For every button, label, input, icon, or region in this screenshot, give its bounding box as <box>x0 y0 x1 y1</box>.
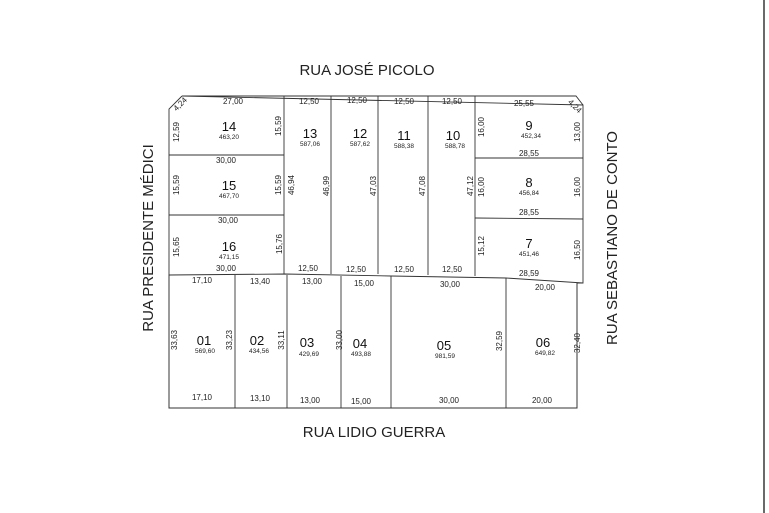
dim-label: 13,40 <box>250 277 271 286</box>
lot-area: 587,06 <box>300 141 320 148</box>
dim-label: 13,00 <box>300 396 321 405</box>
lot-number: 9 <box>525 118 532 133</box>
lot-area: 434,56 <box>249 348 269 355</box>
dim-label: 28,55 <box>519 208 540 217</box>
lot-area: 429,69 <box>299 351 319 358</box>
dim-label: 30,00 <box>440 280 461 289</box>
lot-number: 06 <box>536 335 550 350</box>
dim-label: 47,03 <box>369 175 378 196</box>
lot-number: 01 <box>197 333 211 348</box>
lot-area: 493,88 <box>351 351 371 358</box>
lot-area: 981,59 <box>435 353 455 360</box>
lot-number: 15 <box>222 178 236 193</box>
dim-label: 13,00 <box>573 121 582 142</box>
dim-label: 12,50 <box>298 264 319 273</box>
dim-label: 12,50 <box>299 97 320 106</box>
dim-label: 30,00 <box>216 156 237 165</box>
dim-label: 47,12 <box>466 175 475 196</box>
street-south: RUA LIDIO GUERRA <box>303 424 446 441</box>
dim-label: 20,00 <box>532 396 553 405</box>
dim-label: 33,63 <box>170 329 179 350</box>
lot-area: 649,82 <box>535 350 555 357</box>
lot-area: 451,46 <box>519 251 539 258</box>
lot-area: 569,60 <box>195 348 215 355</box>
lot-number: 11 <box>397 128 411 143</box>
lot-number: 12 <box>353 126 367 141</box>
dim-label: 20,00 <box>535 283 556 292</box>
dim-label: 15,76 <box>275 233 284 254</box>
dim-label: 17,10 <box>192 393 213 402</box>
lot-area: 588,78 <box>445 143 465 150</box>
street-north: RUA JOSÉ PICOLO <box>299 62 434 79</box>
dim-label: 12,50 <box>394 97 415 106</box>
dim-label: 15,59 <box>172 174 181 195</box>
lot-number: 16 <box>222 239 236 254</box>
dim-label: 15,59 <box>274 115 283 136</box>
street-west: RUA PRESIDENTE MÉDICI <box>140 144 157 332</box>
block-outline <box>168 95 584 409</box>
lot-area: 463,20 <box>219 134 239 141</box>
dim-label: 12,50 <box>442 97 463 106</box>
dim-label: 4,24 <box>172 95 190 113</box>
dim-label: 12,59 <box>172 121 181 142</box>
lot-area: 587,62 <box>350 141 370 148</box>
lot-number: 04 <box>353 336 367 351</box>
dim-label: 13,00 <box>302 277 323 286</box>
dim-label: 30,00 <box>439 396 460 405</box>
dim-label: 15,65 <box>172 236 181 257</box>
lot-number: 13 <box>303 126 317 141</box>
dim-label: 25,55 <box>514 99 535 108</box>
dim-label: 12,50 <box>346 265 367 274</box>
dim-label: 32,59 <box>495 330 504 351</box>
lot-line <box>474 217 584 220</box>
dim-label: 28,59 <box>519 269 540 278</box>
lot-number: 02 <box>250 333 264 348</box>
dim-label: 12,50 <box>442 265 463 274</box>
lot-number: 03 <box>300 335 314 350</box>
dim-label: 16,50 <box>573 239 582 260</box>
lot-number: 8 <box>525 175 532 190</box>
lot-number: 10 <box>446 128 460 143</box>
lot-area: 452,34 <box>521 133 541 140</box>
dim-label: 30,00 <box>218 216 239 225</box>
dim-label: 15,59 <box>274 174 283 195</box>
lot-area: 471,15 <box>219 254 239 261</box>
dim-label: 15,00 <box>351 397 372 406</box>
lot-area: 456,84 <box>519 190 539 197</box>
dim-label: 30,00 <box>216 264 237 273</box>
dim-label: 46,99 <box>322 175 331 196</box>
lot-area: 588,38 <box>394 143 414 150</box>
dim-label: 12,50 <box>347 96 368 105</box>
dim-label: 15,12 <box>477 235 486 256</box>
dim-label: 16,00 <box>573 176 582 197</box>
dim-label: 32,40 <box>573 332 582 353</box>
dim-label: 15,00 <box>354 279 375 288</box>
block-boundary <box>168 95 578 409</box>
dim-label: 33,11 <box>277 330 286 350</box>
lot-area: 467,70 <box>219 193 239 200</box>
lot-number: 14 <box>222 119 236 134</box>
dim-label: 33,00 <box>335 329 344 350</box>
lot-number: 05 <box>437 338 451 353</box>
dim-label: 46,94 <box>287 174 296 195</box>
dim-label: 4,24 <box>566 98 584 116</box>
dim-label: 27,00 <box>223 97 244 106</box>
dim-label: 16,00 <box>477 176 486 197</box>
dim-label: 17,10 <box>192 276 213 285</box>
dim-label: 16,00 <box>477 116 486 137</box>
dim-label: 47,08 <box>418 175 427 196</box>
lot-number: 7 <box>525 236 532 251</box>
street-east: RUA SEBASTIANO DE CONTO <box>604 131 621 345</box>
dim-label: 13,10 <box>250 394 271 403</box>
dim-label: 12,50 <box>394 265 415 274</box>
dim-label: 28,55 <box>519 149 540 158</box>
dim-label: 33,23 <box>225 329 234 350</box>
